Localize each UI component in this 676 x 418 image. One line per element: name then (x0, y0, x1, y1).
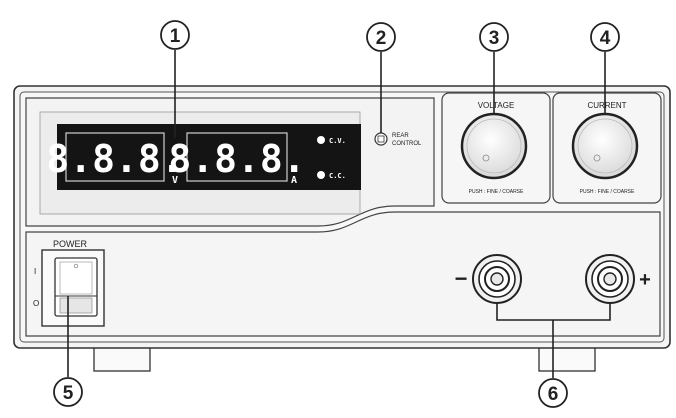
cc-label: C.C. (329, 172, 346, 180)
voltage-unit: V (172, 175, 178, 186)
cv-indicator (317, 136, 325, 144)
callout-number-1: 1 (170, 26, 181, 47)
callout-badge-3 (479, 22, 509, 52)
callout-number-3: 3 (489, 28, 500, 49)
callout-number-5: 5 (63, 383, 74, 404)
callout-badge-1 (160, 20, 190, 50)
voltage-knob-subtitle: PUSH : FINE / COARSE (469, 189, 524, 195)
cv-label: C.V. (329, 137, 346, 145)
voltage-knob-inner-ring (466, 118, 522, 174)
current-unit: A (291, 175, 297, 186)
current-knob[interactable] (571, 112, 639, 180)
power-switch-rocker-upper (59, 261, 93, 295)
rear-control-switch-slot (377, 135, 385, 143)
cc-indicator (317, 171, 325, 179)
callout-badge-4 (590, 22, 620, 52)
current-reading: 8.8.8. (168, 137, 305, 181)
current-knob-title: CURRENT (587, 101, 626, 110)
voltage-reading: 8.8.8. (46, 137, 183, 181)
callout-badge-5 (53, 377, 83, 407)
lower-panel-outline (25, 211, 661, 337)
rear-control-label-2: CONTROL (392, 141, 422, 147)
negative-terminal[interactable] (472, 254, 522, 304)
front-foot-left (93, 344, 151, 372)
rear-control-switch[interactable] (374, 132, 388, 146)
callout-badge-2 (366, 22, 396, 52)
front-foot-right (538, 344, 596, 372)
voltage-knob-title: VOLTAGE (478, 101, 515, 110)
power-label: POWER (53, 239, 88, 249)
positive-terminal-sign: + (639, 269, 651, 291)
callout-number-4: 4 (600, 28, 611, 49)
voltage-knob-marker (482, 154, 490, 162)
positive-terminal[interactable] (585, 254, 635, 304)
callout-number-2: 2 (376, 28, 387, 49)
rear-control-label-1: REAR (392, 133, 409, 139)
power-switch-rocker-lower (59, 297, 93, 314)
voltage-readout-box (65, 132, 165, 182)
power-on-mark: I (34, 267, 36, 276)
current-knob-subtitle: PUSH : FINE / COARSE (580, 189, 635, 195)
callout-badge-6 (538, 378, 568, 408)
power-switch-dot (73, 263, 79, 269)
voltage-knob[interactable] (460, 112, 528, 180)
current-readout-box (186, 132, 288, 182)
negative-terminal-sign: − (455, 266, 468, 291)
current-knob-marker (593, 154, 601, 162)
power-off-mark: O (33, 299, 39, 308)
current-knob-inner-ring (577, 118, 633, 174)
callout-number-6: 6 (548, 384, 559, 405)
